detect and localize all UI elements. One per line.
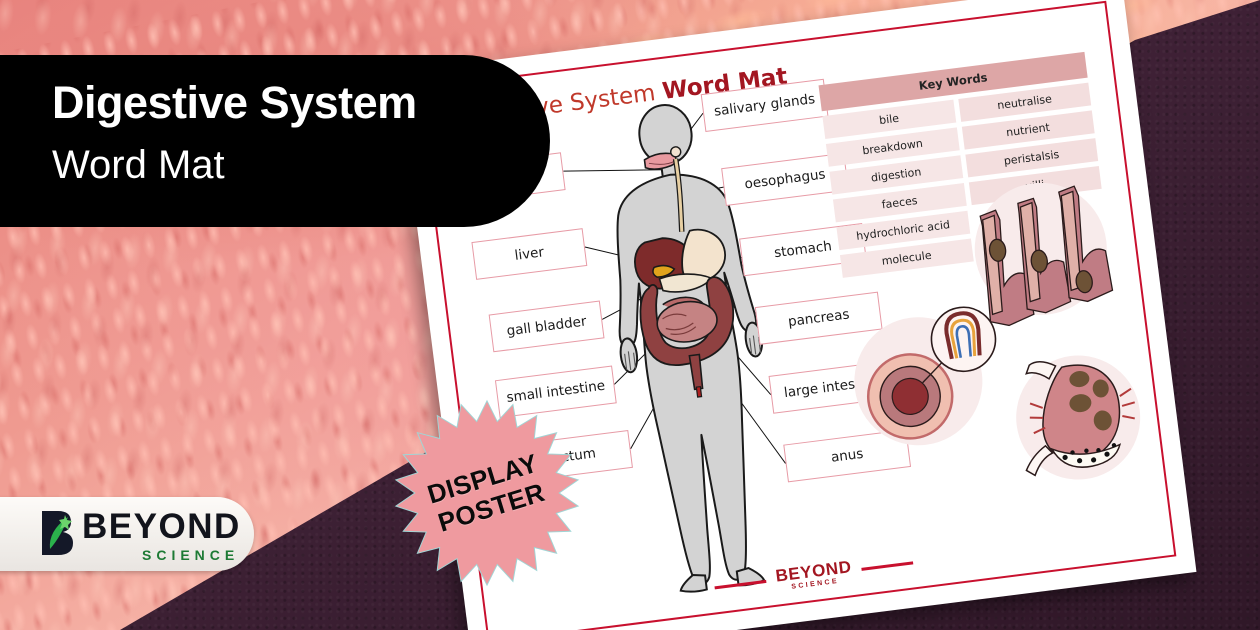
gall-bladder-organ <box>652 264 676 278</box>
rectum-organ <box>688 353 704 391</box>
title-banner: Digestive System Word Mat <box>0 55 550 227</box>
illustration-group <box>854 182 1141 480</box>
starburst-shape <box>394 399 580 587</box>
brand-logo-subtitle: SCIENCE <box>142 547 240 563</box>
stomach-shapes <box>1025 361 1136 477</box>
brand-logo-name: BEYOND <box>82 507 241 546</box>
cross-section-shapes <box>866 306 997 440</box>
banner-title-line2: Word Mat <box>52 143 225 187</box>
poster-sheet: Digestive System Word Mat <box>418 1 1177 630</box>
poster: Digestive System Word Mat <box>397 0 1197 630</box>
villi-shapes <box>979 185 1114 327</box>
brand-logo: BEYOND SCIENCE <box>0 497 254 571</box>
banner-title-line1: Digestive System <box>52 77 417 128</box>
display-poster-badge: DISPLAY POSTER <box>392 398 582 588</box>
body-diagram <box>563 104 787 593</box>
anus-organ <box>695 385 703 398</box>
footer-rule-right <box>861 561 914 571</box>
comet-star-icon <box>42 511 73 555</box>
footer-rule-left <box>714 580 767 590</box>
